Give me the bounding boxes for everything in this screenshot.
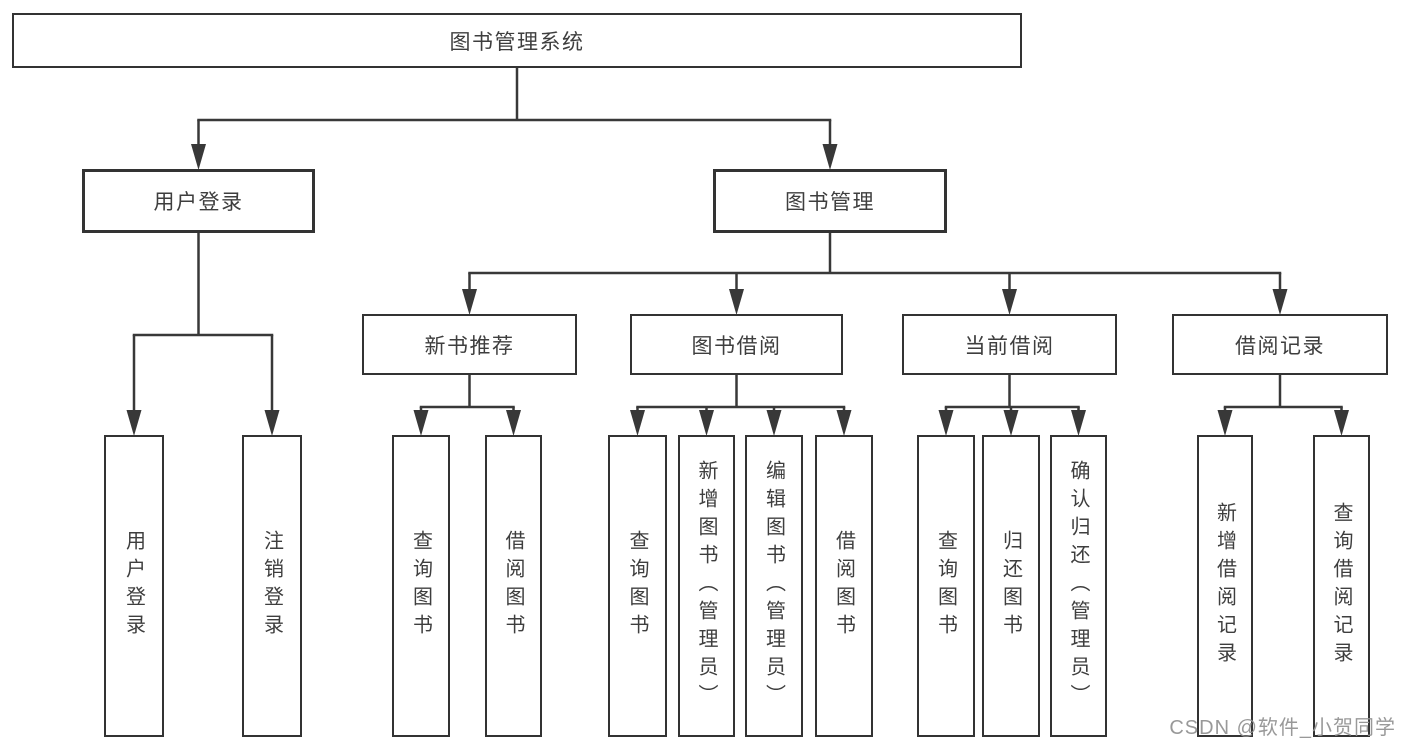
node-book-borrowing-label: 图书借阅: [691, 334, 782, 358]
node-leaf-user-login-label: 用户登录: [122, 530, 145, 642]
node-book-management-branch-label: 图书管理: [785, 191, 875, 214]
node-leaf-edit-books-admin-label: 编辑图书（管理员）: [762, 460, 785, 712]
node-user-login-branch: 用户登录: [82, 169, 315, 233]
node-current-borrowing: 当前借阅: [902, 314, 1117, 375]
node-leaf-add-borrow-record-label: 新增借阅记录: [1213, 502, 1236, 670]
node-leaf-query-books-borrowing: 查询图书: [608, 435, 667, 737]
node-leaf-add-books-admin: 新增图书（管理员）: [678, 435, 735, 737]
node-leaf-query-books-current: 查询图书: [917, 435, 975, 737]
node-borrowing-records: 借阅记录: [1172, 314, 1388, 375]
node-leaf-query-books-current-label: 查询图书: [934, 530, 957, 642]
node-current-borrowing-label: 当前借阅: [964, 334, 1055, 358]
watermark: CSDN @软件_小贺同学: [1169, 717, 1396, 739]
node-leaf-borrow-books-borrowing-label: 借阅图书: [832, 530, 855, 642]
node-leaf-confirm-return-admin: 确认归还（管理员）: [1050, 435, 1107, 737]
node-leaf-confirm-return-admin-label: 确认归还（管理员）: [1067, 460, 1089, 712]
node-leaf-logout-login: 注销登录: [242, 435, 302, 737]
node-leaf-add-books-admin-label: 新增图书（管理员）: [695, 460, 717, 712]
node-leaf-borrow-books-recommend: 借阅图书: [485, 435, 542, 737]
node-leaf-query-borrow-record: 查询借阅记录: [1313, 435, 1370, 737]
node-leaf-edit-books-admin: 编辑图书（管理员）: [745, 435, 803, 737]
node-leaf-logout-login-label: 注销登录: [260, 530, 283, 642]
node-system-root: 图书管理系统: [12, 13, 1022, 68]
node-leaf-query-books-borrowing-label: 查询图书: [626, 530, 648, 642]
node-new-book-recommend-label: 新书推荐: [424, 334, 515, 358]
node-system-root-label: 图书管理系统: [449, 30, 585, 54]
node-leaf-borrow-books-borrowing: 借阅图书: [815, 435, 873, 737]
node-borrowing-records-label: 借阅记录: [1235, 334, 1325, 358]
node-leaf-query-borrow-record-label: 查询借阅记录: [1330, 502, 1352, 670]
node-user-login-branch-label: 用户登录: [153, 191, 244, 214]
node-book-borrowing: 图书借阅: [630, 314, 843, 375]
node-leaf-add-borrow-record: 新增借阅记录: [1197, 435, 1253, 737]
node-leaf-return-books: 归还图书: [982, 435, 1040, 737]
node-new-book-recommend: 新书推荐: [362, 314, 577, 375]
node-leaf-user-login: 用户登录: [104, 435, 164, 737]
node-book-management-branch: 图书管理: [713, 169, 947, 233]
node-leaf-borrow-books-recommend-label: 借阅图书: [502, 530, 524, 642]
node-leaf-query-books-recommend: 查询图书: [392, 435, 450, 737]
node-leaf-return-books-label: 归还图书: [999, 530, 1022, 642]
node-leaf-query-books-recommend-label: 查询图书: [409, 530, 432, 642]
